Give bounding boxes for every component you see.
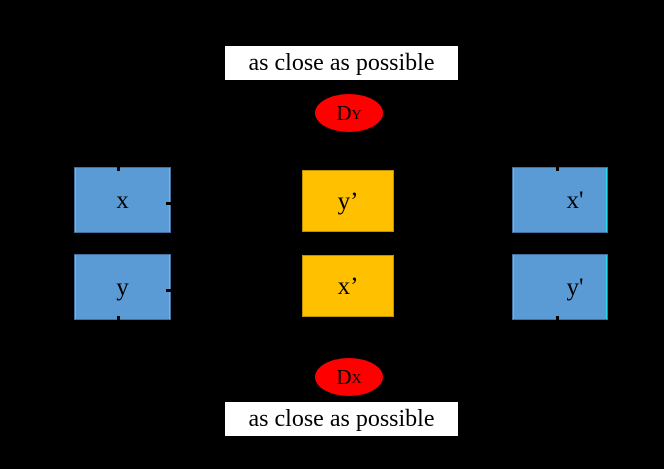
connector-x-prime-to-y-prime	[498, 289, 512, 292]
discriminator-dx-letter: D	[336, 364, 352, 389]
connector-x-top	[117, 163, 120, 171]
discriminator-dy-letter: D	[336, 100, 352, 125]
connector-y-bottom	[117, 316, 120, 324]
reconstruction-box-x-prime-label: x'	[566, 186, 584, 214]
generated-box-x-prime-label: x’	[337, 272, 359, 300]
discriminator-dy-subscript: Y	[351, 108, 362, 123]
input-box-x-label: x	[116, 186, 129, 214]
caption-top: as close as possible	[225, 46, 458, 80]
input-box-y-label: y	[116, 273, 129, 301]
reconstruction-box-y-prime: y'	[512, 254, 608, 320]
connector-rec-y-bottom	[556, 316, 559, 324]
generated-box-y-prime: y’	[302, 170, 394, 232]
connector-y-prime-to-x-prime	[498, 202, 512, 205]
discriminator-dx-subscript: X	[351, 372, 362, 387]
reconstruction-box-x-prime: x'	[512, 167, 608, 233]
connector-rec-x-top	[556, 163, 559, 171]
generated-box-x-prime: x’	[302, 255, 394, 317]
reconstruction-box-y-prime-label: y'	[566, 273, 584, 301]
input-box-y: y	[74, 254, 171, 320]
connector-x-to-y-prime	[166, 202, 180, 205]
input-box-x: x	[74, 167, 171, 233]
generated-box-y-prime-label: y’	[337, 187, 359, 215]
caption-bottom: as close as possible	[225, 402, 458, 436]
connector-y-to-x-prime	[166, 289, 180, 292]
